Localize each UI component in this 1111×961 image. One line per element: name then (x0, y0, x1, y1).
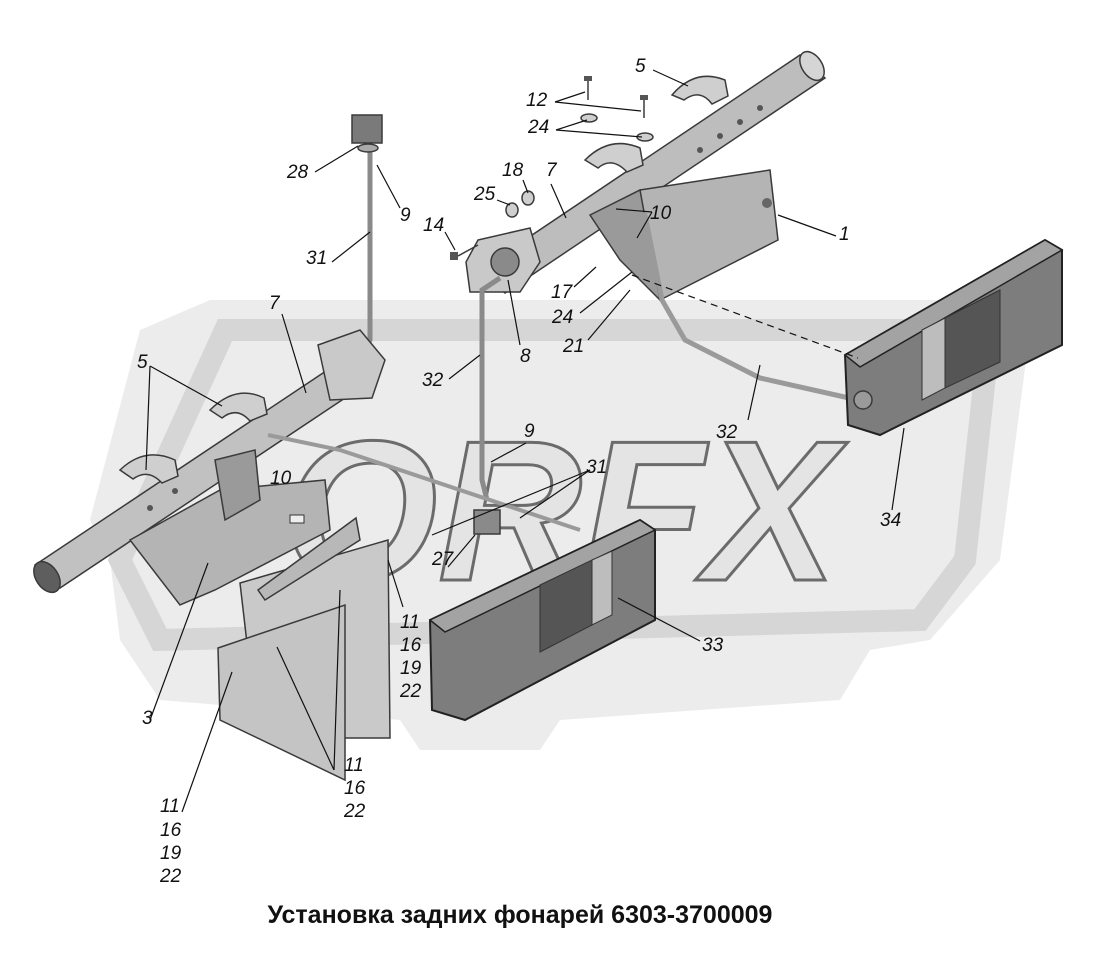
callout-32-left: 32 (422, 370, 444, 391)
upper-tube (478, 50, 827, 294)
callout-group-right-plate: 11 16 19 22 (399, 612, 422, 702)
callout-34: 34 (880, 510, 901, 531)
leader-lines (145, 69, 905, 813)
bolts-12 (580, 76, 654, 142)
callout-17: 17 (551, 282, 574, 303)
callout-24-mid: 24 (551, 307, 573, 328)
clamp-5-upper-a (670, 75, 729, 105)
clamp-5-lower-b (118, 454, 179, 484)
rear-lamp-34 (843, 238, 1064, 437)
callout-31-left: 31 (306, 248, 327, 269)
svg-text:19: 19 (400, 658, 422, 679)
callout-3: 3 (142, 708, 153, 729)
wire-32-left (473, 275, 502, 535)
callout-9-top: 9 (400, 205, 411, 226)
callout-5-top: 5 (635, 56, 646, 77)
callout-33: 33 (702, 635, 724, 656)
bolt-14 (450, 244, 479, 260)
callout-9-mid: 9 (524, 421, 535, 442)
callout-7-top: 7 (546, 160, 558, 181)
callout-8: 8 (520, 346, 531, 367)
svg-text:16: 16 (344, 778, 366, 799)
diagram-caption: Установка задних фонарей 6303-3700009 (268, 901, 773, 929)
rear-lamp-33 (428, 518, 657, 722)
svg-text:11: 11 (344, 755, 364, 776)
callout-18: 18 (502, 160, 524, 181)
callout-7-left: 7 (269, 293, 281, 314)
callout-10-left: 10 (270, 468, 292, 489)
svg-text:22: 22 (399, 681, 422, 702)
callout-27: 27 (431, 549, 455, 570)
clamp-5-lower-a (208, 392, 268, 422)
callout-14: 14 (423, 215, 444, 236)
callout-group-middle-plate: 11 16 22 (343, 755, 366, 822)
license-plates (217, 516, 391, 782)
svg-text:22: 22 (159, 866, 182, 887)
callout-group-left-plate: 11 16 19 22 (159, 796, 182, 887)
flange-8 (465, 227, 541, 293)
svg-text:19: 19 (160, 843, 182, 864)
wire-32-right (609, 207, 859, 403)
flange-lower (317, 329, 386, 401)
callout-31-mid: 31 (586, 457, 607, 478)
svg-text:16: 16 (160, 820, 182, 841)
clamp-5-upper-b (583, 142, 644, 173)
callout-10-top: 10 (650, 203, 672, 224)
bracket-3 (128, 449, 331, 606)
callout-1: 1 (839, 224, 850, 245)
callout-32-right: 32 (716, 422, 738, 443)
callout-25: 25 (473, 184, 496, 205)
callout-21: 21 (562, 336, 584, 357)
wire-10-lower (267, 433, 581, 532)
svg-text:11: 11 (400, 612, 420, 633)
svg-text:16: 16 (400, 635, 422, 656)
callout-5-left: 5 (137, 352, 148, 373)
washers-18-25 (505, 190, 535, 218)
callout-12: 12 (526, 90, 548, 111)
callouts: 5 12 24 18 7 25 28 9 10 14 1 31 17 24 21… (137, 56, 901, 887)
callout-28: 28 (286, 162, 309, 183)
svg-text:22: 22 (343, 801, 366, 822)
svg-text:11: 11 (160, 796, 180, 817)
callout-24-top: 24 (527, 117, 549, 138)
